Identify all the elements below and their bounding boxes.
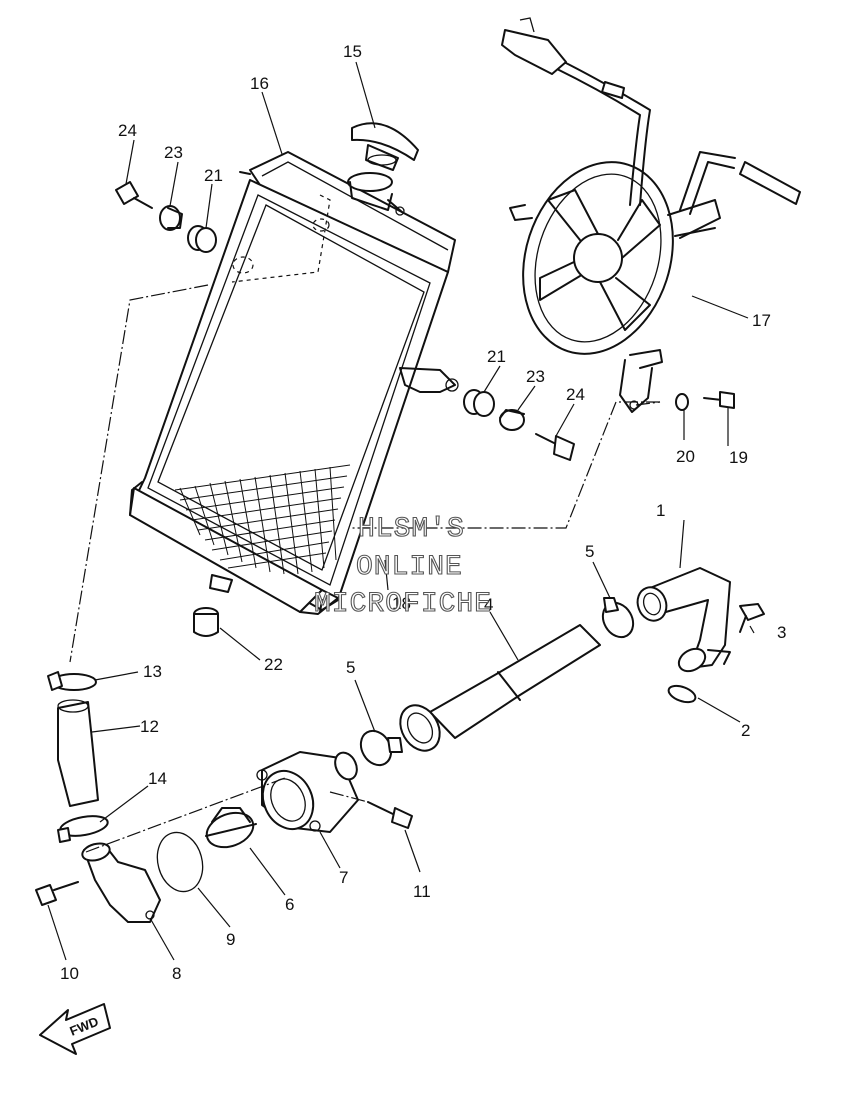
collar-23-upper — [159, 205, 183, 231]
callout-12: 12 — [140, 717, 159, 736]
watermark: HLSM'S ONLINE MICROFICHE — [313, 513, 492, 620]
callout-24-right: 24 — [566, 385, 585, 404]
callout-8: 8 — [172, 964, 181, 983]
clamp-5-upper — [601, 597, 635, 639]
watermark-line-1: HLSM'S — [358, 514, 465, 545]
callout-4: 4 — [484, 595, 493, 614]
callout-21-right: 21 — [487, 347, 506, 366]
grommet-21-upper — [187, 225, 217, 253]
bolt-19 — [703, 391, 735, 409]
washer-20 — [675, 393, 689, 411]
callout-21-upper: 21 — [204, 166, 223, 185]
clamp-5-lower — [359, 729, 403, 767]
watermark-line-3: MICROFICHE — [314, 589, 492, 620]
radiator-fins — [174, 464, 351, 575]
callout-numbers: 1 2 3 4 5 5 6 7 8 9 10 11 12 13 14 15 16… — [60, 42, 786, 983]
clamp-14 — [57, 815, 109, 843]
hose-12-end — [57, 699, 89, 713]
o-ring-2 — [667, 684, 697, 704]
gasket-9 — [156, 831, 204, 893]
callout-13: 13 — [143, 662, 162, 681]
callout-19: 19 — [729, 448, 748, 467]
callout-24-upper: 24 — [118, 121, 137, 140]
callout-5-upper: 5 — [585, 542, 594, 561]
phantom-lines — [69, 284, 661, 853]
callout-18: 18 — [392, 594, 411, 613]
callout-23-upper: 23 — [164, 143, 183, 162]
hose-12 — [57, 701, 99, 807]
bolt-24-right — [535, 433, 575, 461]
watermark-line-2: ONLINE — [356, 552, 463, 583]
leader-lines — [47, 61, 755, 961]
clamp-13 — [47, 671, 97, 691]
callout-15: 15 — [343, 42, 362, 61]
bolt-10 — [35, 881, 79, 906]
thermostat-cover — [81, 842, 161, 923]
callout-20: 20 — [676, 447, 695, 466]
radiator — [129, 151, 459, 615]
callout-6: 6 — [285, 895, 294, 914]
grommet-21-right — [463, 389, 495, 417]
callout-3: 3 — [777, 623, 786, 642]
callout-1: 1 — [656, 501, 665, 520]
callout-10: 10 — [60, 964, 79, 983]
callout-9: 9 — [226, 930, 235, 949]
callout-22: 22 — [264, 655, 283, 674]
bolt-3 — [739, 603, 765, 633]
callout-23-right: 23 — [526, 367, 545, 386]
bolt-24-upper — [115, 181, 153, 209]
callout-7: 7 — [339, 868, 348, 887]
grommet-22 — [193, 607, 219, 637]
thermostat-housing — [256, 751, 359, 833]
thermostat — [205, 807, 257, 849]
collar-23-right — [499, 409, 525, 431]
callout-11: 11 — [413, 882, 431, 901]
hose-1 — [636, 567, 731, 673]
callout-17: 17 — [752, 311, 771, 330]
callout-2: 2 — [741, 721, 750, 740]
bolt-11 — [367, 801, 413, 829]
hose-4 — [399, 624, 601, 752]
fwd-direction-arrow: FWD — [39, 1003, 111, 1055]
callout-14: 14 — [148, 769, 167, 788]
fan-assembly — [501, 17, 801, 413]
radiator-cap — [351, 122, 419, 171]
callout-5-lower: 5 — [346, 658, 355, 677]
callout-16: 16 — [250, 74, 269, 93]
